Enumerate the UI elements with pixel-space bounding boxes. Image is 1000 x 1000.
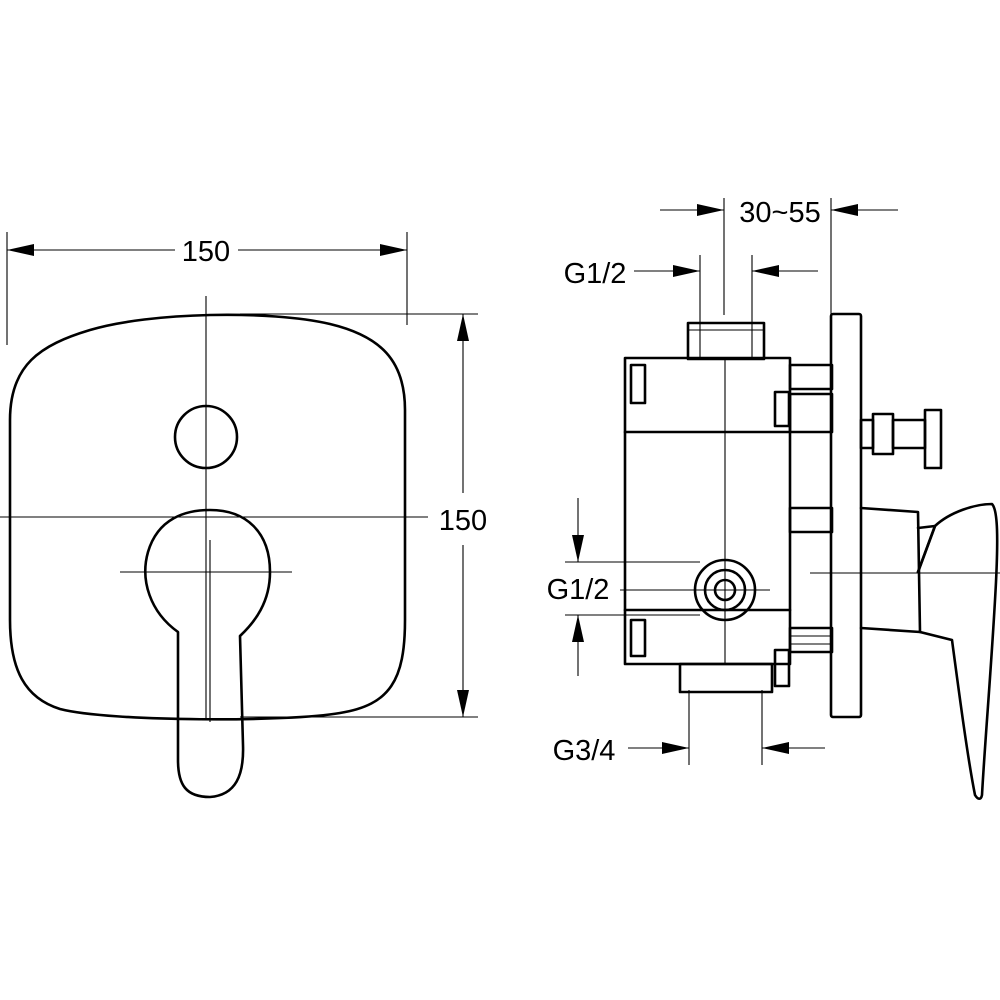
lever-handle-side [859, 506, 922, 634]
top-inlet-port [686, 321, 766, 361]
top-inlet-label: G1/2 [564, 258, 627, 290]
height-label: 150 [439, 505, 487, 537]
depth-arrow-right [831, 204, 858, 216]
side-inlet-label: G1/2 [547, 574, 610, 606]
width-label: 150 [182, 236, 230, 268]
height-arrow-bottom [457, 690, 469, 717]
depth-arrow-left [697, 204, 724, 216]
outlet-arrow-left [662, 742, 689, 754]
side-inlet-arrow-bottom [572, 615, 584, 642]
height-arrow-top [457, 314, 469, 341]
valve-body [623, 356, 792, 666]
depth-range-label: 30~55 [739, 197, 820, 229]
side-cover-plate [829, 312, 863, 719]
bottom-outlet-port [678, 662, 774, 694]
top-inlet-arrow-right [752, 265, 779, 277]
width-arrow-left [7, 244, 34, 256]
diverter-stem [859, 408, 943, 470]
top-inlet-arrow-left [673, 265, 700, 277]
lever-handle [144, 508, 272, 799]
side-view: 30~55 G1/2 G1/2 G3/4 [547, 197, 1000, 801]
side-inlet-arrow-top [572, 535, 584, 562]
width-arrow-right [380, 244, 407, 256]
outlet-arrow-right [762, 742, 789, 754]
lever-handle-side-arm [916, 502, 999, 801]
front-view: 150 150 [0, 232, 487, 799]
bottom-outlet-label: G3/4 [553, 735, 616, 767]
front-cover-plate [8, 313, 407, 721]
